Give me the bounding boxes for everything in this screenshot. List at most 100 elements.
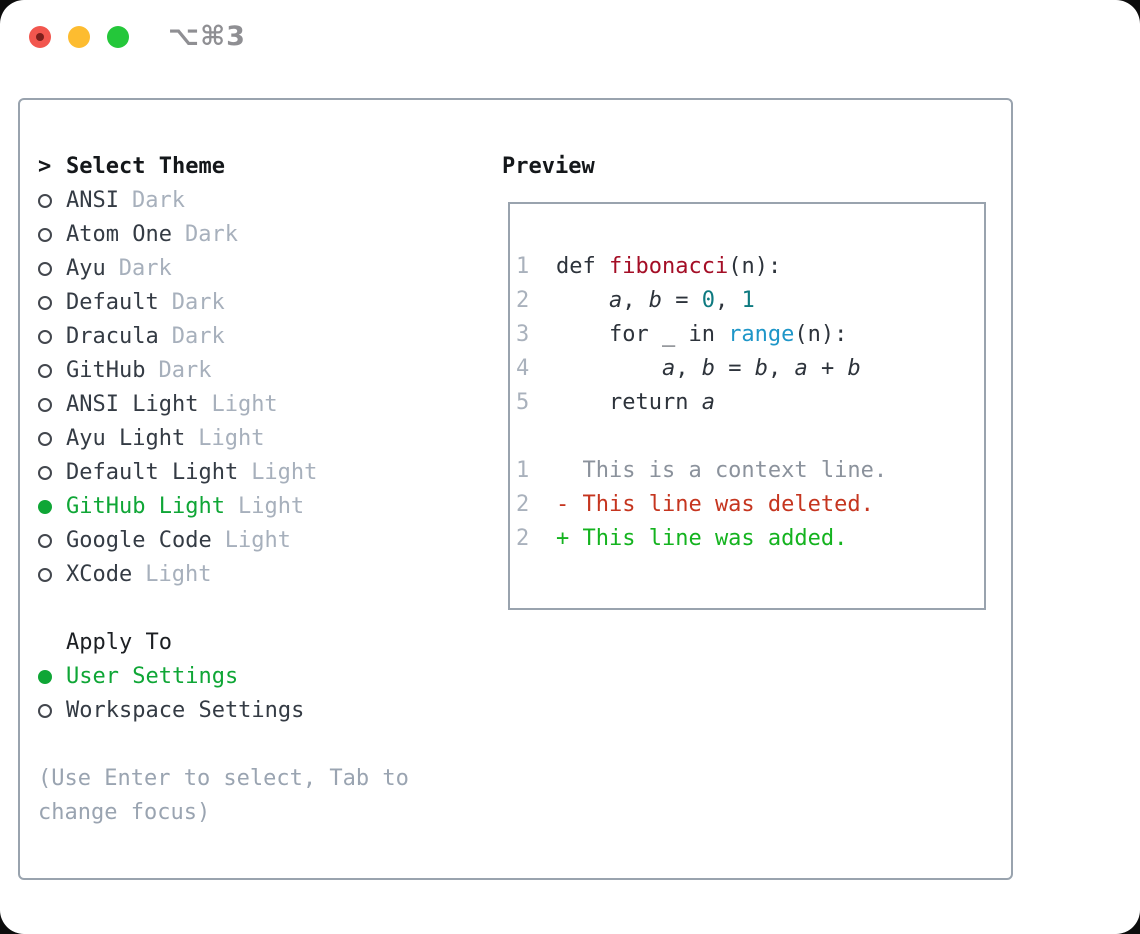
minimize-button[interactable] [68,26,90,48]
line-number: 2 [516,526,530,551]
radio-icon [38,228,52,242]
prompt-marker: > [38,150,66,184]
theme-name: ANSI Light [66,392,199,417]
zoom-button[interactable] [107,26,129,48]
radio-icon [38,262,52,276]
radio-marker [38,466,66,480]
theme-name: Atom One [66,222,172,247]
code-token: def [556,254,609,279]
code-token [556,288,609,313]
theme-variant: Dark [118,256,172,281]
window-title: ⌥⌘3 [168,21,246,52]
diff-line: 2 - This line was deleted. [516,488,984,522]
theme-option[interactable]: GitHub Light Light [38,490,498,524]
line-number: 5 [516,390,530,415]
radio-marker [38,330,66,344]
diff-sample: 1 This is a context line.2- This line wa… [516,454,984,556]
theme-variant: Light [211,392,278,417]
theme-name: Ayu [66,256,106,281]
code-token: , [622,288,649,313]
spacer [38,728,498,762]
radio-icon [38,194,52,208]
theme-name: Default [66,290,159,315]
theme-name: Default Light [66,460,239,485]
line-number: 3 [516,322,530,347]
help-line-2: change focus) [38,800,211,825]
radio-icon [38,466,52,480]
radio-marker [38,262,66,276]
theme-option[interactable]: Dracula Dark [38,320,498,354]
code-line: 2 a, b = 0, 1 [516,284,984,318]
code-token: b [701,356,715,381]
line-number: 2 [516,492,530,517]
code-token: 0 [701,288,715,313]
radio-marker [38,670,66,684]
apply-to-option[interactable]: Workspace Settings [38,694,498,728]
apply-to-option-label: User Settings [66,664,239,689]
theme-option[interactable]: Ayu Dark [38,252,498,286]
radio-icon [38,534,52,548]
close-button[interactable] [29,26,51,48]
apply-to-option[interactable]: User Settings [38,660,498,694]
code-token [556,356,662,381]
apply-to-header: Apply To [38,626,498,660]
radio-marker [38,364,66,378]
theme-option[interactable]: Google Code Light [38,524,498,558]
code-token: b [847,356,861,381]
theme-name: GitHub Light [66,494,225,519]
diff-text: + This line was added. [556,526,848,551]
apply-to-title: Apply To [66,630,172,655]
radio-marker [38,568,66,582]
titlebar: ⌥⌘3 [29,21,246,52]
theme-option[interactable]: ANSI Light Light [38,388,498,422]
radio-icon [38,296,52,310]
theme-variant: Light [237,494,305,519]
diff-text: - This line was deleted. [556,492,874,517]
code-token: 1 [741,288,755,313]
code-token: , [675,356,702,381]
radio-marker [38,534,66,548]
theme-variant: Dark [158,358,212,383]
apply-to-option-label: Workspace Settings [66,698,305,723]
theme-variant: Light [251,460,318,485]
code-token: (n): [728,254,782,279]
radio-icon [38,364,52,378]
code-token: = [661,288,702,313]
code-line: 4 a, b = b, a + b [516,352,984,386]
theme-variant: Dark [131,188,185,213]
theme-option[interactable]: Default Light Light [38,456,498,490]
theme-name: XCode [66,562,133,587]
radio-icon [38,398,52,412]
radio-marker [38,432,66,446]
code-token: + [807,356,848,381]
radio-icon [38,432,52,446]
code-token: range [728,322,795,347]
theme-name: Dracula [66,324,159,349]
line-number: 2 [516,288,530,313]
radio-selected-icon [38,670,52,684]
code-token: return [556,390,702,415]
theme-name: Google Code [66,528,212,553]
theme-variant: Dark [171,324,225,349]
radio-icon [38,330,52,344]
radio-icon [38,568,52,582]
theme-variant: Light [224,528,291,553]
select-theme-header: > Select Theme [38,150,498,184]
code-token: a [794,356,808,381]
code-token: a [608,288,623,313]
radio-marker [38,296,66,310]
spacer [516,420,984,454]
